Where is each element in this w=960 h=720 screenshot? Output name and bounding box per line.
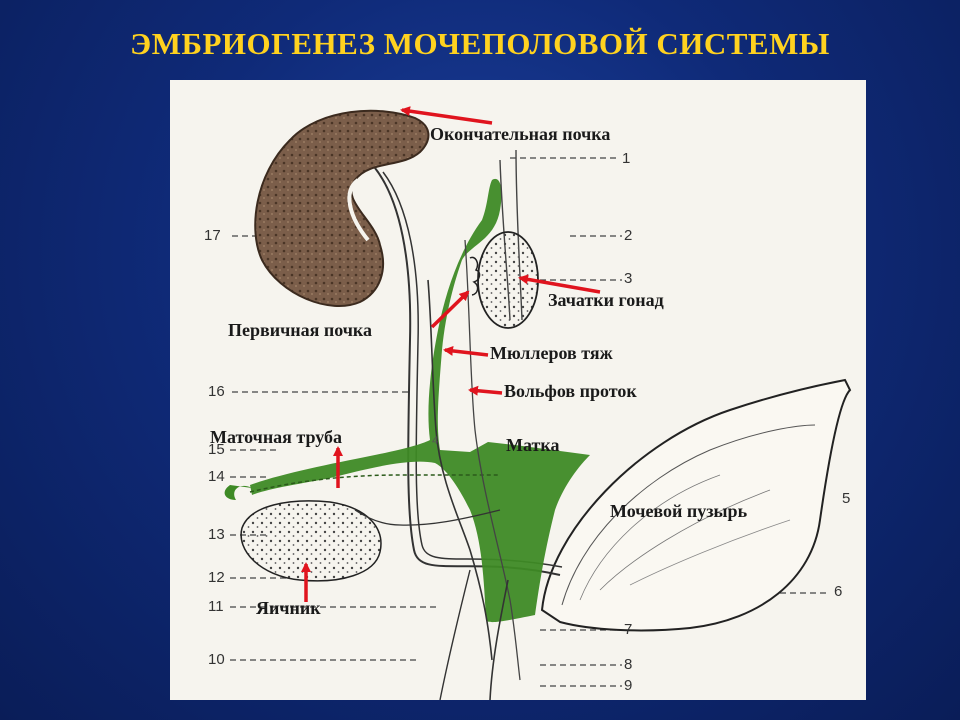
diagram-panel: Окончательная почка Зачатки гонад Первич…	[170, 80, 866, 700]
label-fallopian-tube: Маточная труба	[210, 427, 343, 447]
label-primary-kidney: Первичная почка	[228, 320, 373, 340]
ref-number-3: 3	[624, 270, 633, 287]
label-gonad-rudiments: Зачатки гонад	[548, 290, 664, 310]
ovary-shape	[240, 500, 382, 582]
ref-number-15: 15	[208, 441, 225, 458]
bladder-shape	[540, 378, 852, 632]
ref-number-7: 7	[624, 621, 633, 638]
ref-number-16: 16	[208, 383, 225, 400]
mullerian-duct-green	[250, 178, 590, 623]
ref-number-10: 10	[208, 651, 225, 668]
label-bladder: Мочевой пузырь	[610, 501, 748, 521]
ref-number-6: 6	[834, 583, 843, 600]
ref-number-12: 12	[208, 569, 225, 586]
ref-number-4: 4	[432, 435, 439, 447]
label-uterus: Матка	[506, 435, 560, 455]
ureter	[374, 167, 561, 576]
final-kidney-shape	[254, 109, 430, 307]
wolffian-duct	[427, 279, 493, 661]
ref-number-2: 2	[624, 227, 633, 244]
ref-number-17: 17	[204, 227, 221, 244]
ref-number-11: 11	[208, 598, 224, 615]
label-mullerian-duct: Мюллеров тяж	[490, 343, 613, 363]
ref-number-9: 9	[624, 677, 633, 694]
oviduct	[249, 474, 500, 493]
pointer-arrows	[301, 106, 601, 602]
ref-number-14: 14	[208, 468, 225, 485]
ref-number-13: 13	[208, 526, 225, 543]
ref-number-8: 8	[624, 656, 633, 673]
label-wolffian-duct: Вольфов проток	[504, 381, 637, 401]
label-final-kidney: Окончательная почка	[430, 124, 611, 144]
ref-number-5: 5	[842, 490, 851, 507]
ref-number-1: 1	[622, 150, 631, 167]
urogenital-diagram	[224, 106, 852, 700]
page-title: ЭМБРИОГЕНЕЗ МОЧЕПОЛОВОЙ СИСТЕМЫ	[130, 26, 830, 61]
label-ovary: Яичник	[256, 598, 321, 618]
